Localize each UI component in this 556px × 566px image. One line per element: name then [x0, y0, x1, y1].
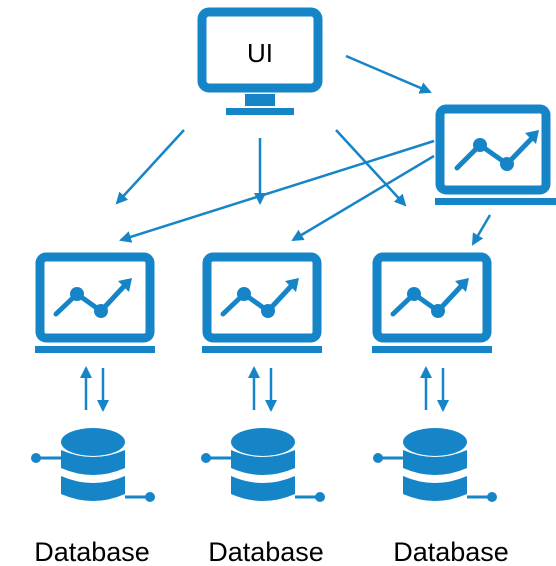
- database-3: [373, 428, 497, 502]
- connector-arrows: [80, 54, 492, 412]
- ui-label: UI: [247, 38, 273, 68]
- database-label-1: Database: [34, 537, 150, 566]
- database-label-3: Database: [393, 537, 509, 566]
- database-1: [31, 428, 155, 502]
- laptop-chart-icon: [372, 252, 492, 353]
- database-2: [201, 428, 325, 502]
- analytics-hub: [435, 104, 556, 205]
- database-label-2: Database: [208, 537, 324, 566]
- laptop-chart-icon: [435, 104, 556, 205]
- arrow-ui-to-hub: [345, 54, 432, 94]
- arrow-ui-to-service-3: [335, 129, 407, 207]
- database-icon: [373, 428, 497, 502]
- database-icon: [31, 428, 155, 502]
- service-laptop-1: [35, 252, 155, 353]
- arrow-hub-to-service-3: [471, 214, 492, 246]
- desktop-monitor-icon: [197, 7, 323, 115]
- laptop-chart-icon: [202, 252, 322, 353]
- arrow-ui-to-service-1: [115, 129, 185, 205]
- service-laptop-3: [372, 252, 492, 353]
- laptop-chart-icon: [35, 252, 155, 353]
- database-icon: [201, 428, 325, 502]
- arrow-hub-to-service-2: [291, 154, 435, 242]
- ui-monitor: UI: [197, 7, 323, 115]
- arrow-hub-to-service-1: [119, 139, 435, 243]
- service-laptop-2: [202, 252, 322, 353]
